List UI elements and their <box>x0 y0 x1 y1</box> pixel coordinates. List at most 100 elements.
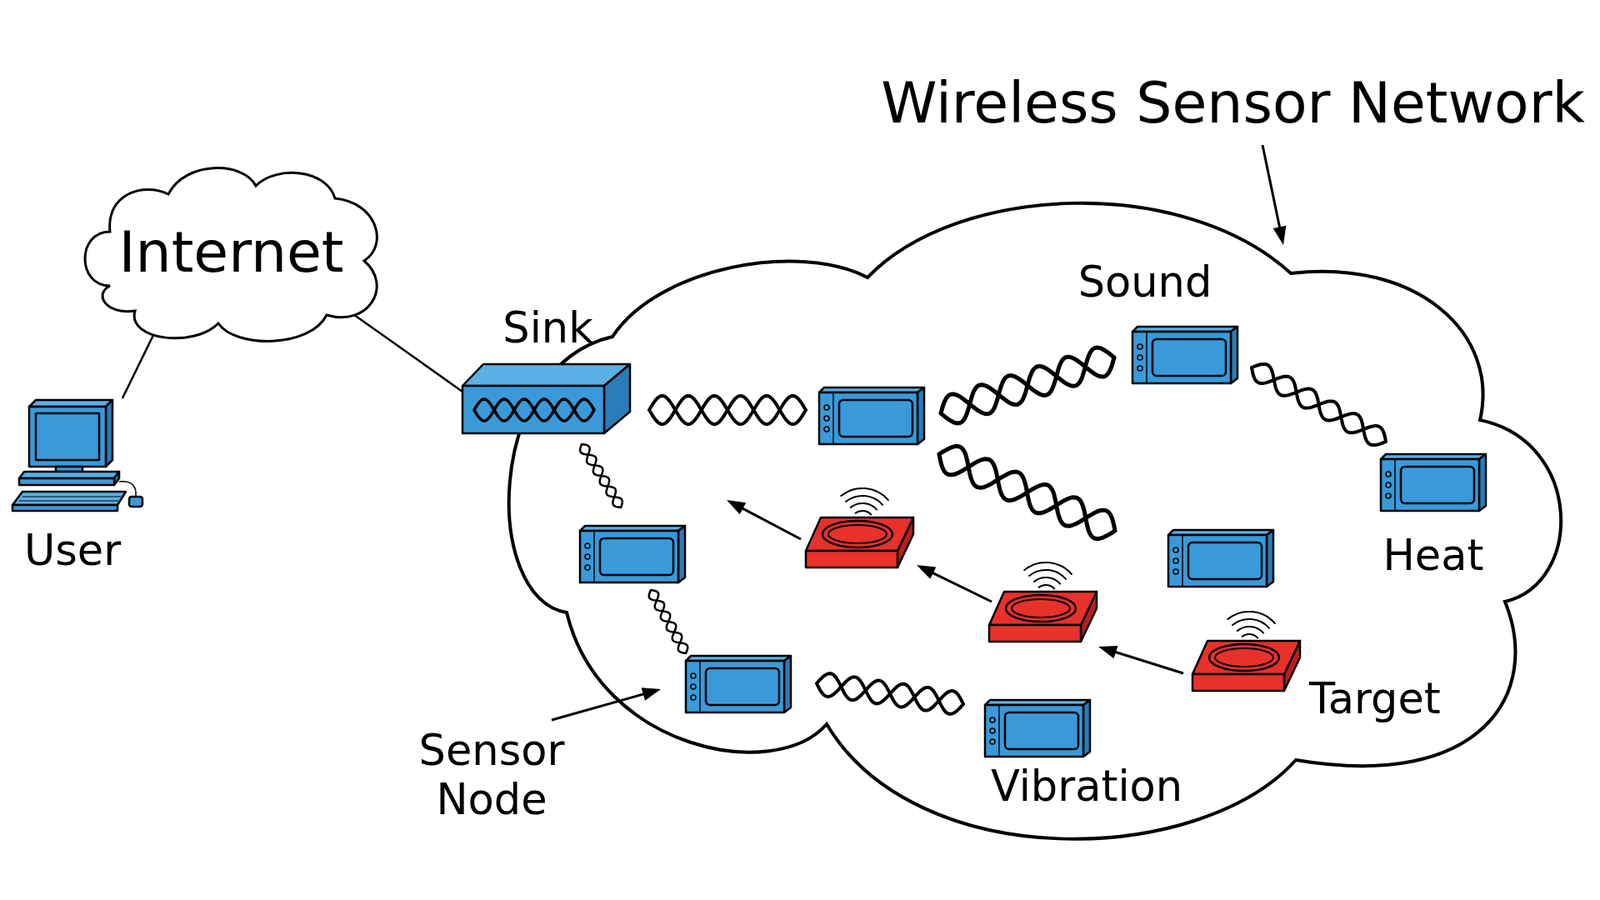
device-screen <box>1005 712 1079 750</box>
device-front <box>1132 331 1231 384</box>
device-button <box>1385 493 1391 499</box>
leader-arrow-head <box>641 687 661 700</box>
target-top <box>805 517 914 551</box>
sink-box <box>462 364 630 434</box>
device-button <box>990 717 995 723</box>
target-speaker <box>1005 595 1076 622</box>
signal-wave <box>850 503 877 510</box>
computer-icon <box>12 400 143 511</box>
device-button <box>585 543 590 549</box>
device-front <box>819 392 918 445</box>
target-top <box>989 591 1097 625</box>
target-front <box>989 625 1081 642</box>
cloud-shape <box>509 203 1561 840</box>
signal-wave <box>1231 619 1270 629</box>
keyboard-row <box>19 500 119 502</box>
device-seam <box>593 530 595 583</box>
target-top <box>1192 640 1300 675</box>
keyboard-row <box>22 496 121 498</box>
target-device <box>1192 611 1300 691</box>
target-speaker <box>1209 644 1280 671</box>
device-button <box>1173 547 1179 553</box>
device-button <box>1385 482 1391 488</box>
wireless-link <box>816 673 964 715</box>
computer-icon <box>10 396 150 515</box>
device-button <box>690 684 696 690</box>
tracking-arrow-shaft <box>741 507 801 540</box>
sensor-node: Sound <box>1066 258 1252 385</box>
device-button <box>585 554 590 560</box>
target-speaker-rim <box>1215 648 1274 667</box>
keyboard-front <box>12 505 118 511</box>
monitor-front <box>29 406 106 467</box>
device-front <box>1380 459 1480 511</box>
device-button <box>1137 355 1143 360</box>
device-seam <box>699 660 701 713</box>
sensor-device <box>819 387 925 445</box>
node-label: Sound <box>1070 258 1220 308</box>
node-label: Target <box>1309 675 1460 725</box>
device-front <box>985 705 1084 757</box>
target-device <box>989 562 1097 642</box>
device-seam <box>832 392 835 445</box>
target-front <box>805 550 898 568</box>
sensor-node: Vibration <box>979 695 1196 813</box>
tracking-arrow-head <box>1098 645 1118 659</box>
sensor-device <box>985 700 1090 757</box>
tracking-arrow-head <box>726 500 746 515</box>
device-button <box>990 728 995 734</box>
cloud-shape <box>85 168 377 342</box>
mouse <box>129 496 143 507</box>
device-button <box>1173 558 1179 564</box>
device-seam <box>998 705 1000 757</box>
sink-node: Sink <box>462 304 634 434</box>
wireless-link <box>940 347 1115 424</box>
sensor-device <box>1132 326 1238 384</box>
signal-wave <box>1038 585 1055 590</box>
network-cable <box>122 335 154 399</box>
device-front <box>580 530 679 583</box>
sensor-node: Heat <box>1370 441 1496 584</box>
target-icon <box>1189 590 1302 698</box>
mouse-cord <box>119 481 136 497</box>
sensor-icon <box>983 698 1092 759</box>
network-cloud: Wireless Sensor NetworkSoundHeatTarget Vi… <box>500 70 1592 846</box>
wireless-link <box>939 446 1115 540</box>
device-seam <box>1394 459 1396 511</box>
device-button <box>690 673 696 679</box>
sink-icon <box>460 362 632 435</box>
callout-label: Sensor Node <box>408 726 575 825</box>
wireless-link <box>649 590 688 654</box>
sensor-device <box>685 655 791 713</box>
sensor-icon <box>1130 325 1240 385</box>
sink-top <box>462 364 630 386</box>
wireless-link <box>649 395 806 425</box>
internet-cloud: Internet <box>76 160 386 345</box>
device-button <box>1385 471 1391 477</box>
tracking-arrow-head <box>916 565 936 580</box>
sensor-device <box>1168 530 1274 587</box>
sink-antenna-wave <box>474 399 595 421</box>
wireless-link <box>580 444 623 508</box>
device-front <box>1168 535 1267 587</box>
device-button <box>1137 344 1143 350</box>
device-seam <box>1181 535 1184 587</box>
signal-wave <box>1241 634 1259 639</box>
monitor-screen <box>35 413 100 460</box>
device-button <box>824 415 830 421</box>
target-speaker <box>822 520 893 548</box>
device-seam <box>1145 331 1148 384</box>
sink-front <box>462 385 605 434</box>
node-label: Wireless Sensor Network <box>500 70 1585 136</box>
signal-wave <box>1028 570 1066 580</box>
callout-holder: Sensor Node <box>408 726 575 825</box>
signal-wave <box>845 495 883 505</box>
base-front <box>19 478 115 485</box>
device-screen <box>1152 339 1226 376</box>
target-device <box>805 488 914 568</box>
wireless-link <box>1251 364 1386 445</box>
device-button <box>824 405 830 410</box>
device-button <box>990 739 995 745</box>
tracking-arrow-shaft <box>1114 651 1184 674</box>
